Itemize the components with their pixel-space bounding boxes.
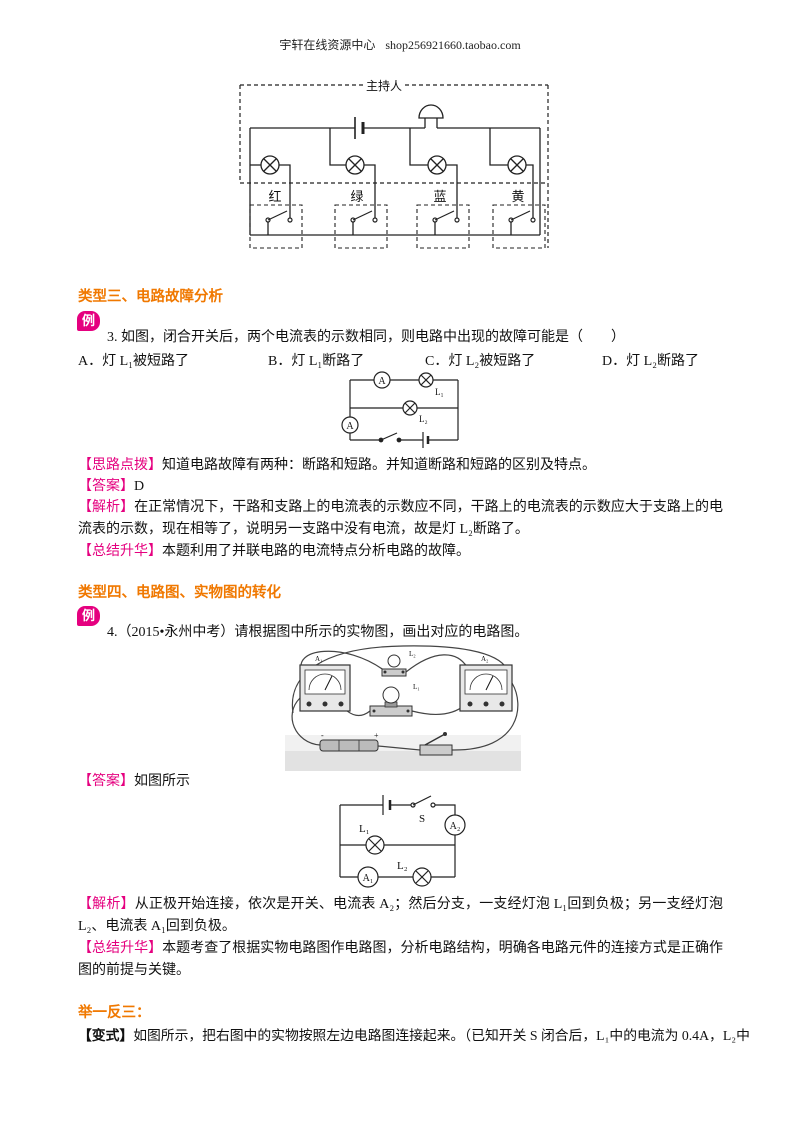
lamp-holder-top-icon <box>381 654 407 677</box>
ammeter-icon <box>373 371 391 389</box>
analysis-tag: 【解析】 <box>78 897 135 912</box>
bell-icon <box>418 104 444 128</box>
answer-paragraph: 【答案】如图所示 <box>78 771 723 793</box>
battery-symbol <box>354 117 365 139</box>
lamp-icon <box>507 155 527 175</box>
analysis-tag: 【解析】 <box>78 500 135 515</box>
summary-text: 本题利用了并联电路的电流特点分析电路的故障。 <box>162 544 470 559</box>
summary-text: 本题考查了根据实物电路图作电路图，分析电路结构，明确各电路元件的连接方式是正确作… <box>78 941 724 978</box>
lamp-icon <box>427 155 447 175</box>
ammeter-icon <box>341 416 359 434</box>
switch-label: S <box>419 813 425 825</box>
ammeter-main-label: A <box>346 421 354 432</box>
lamp-icon <box>418 372 434 388</box>
question-4: 4.（2015•永州中考）请根据图中所示的实物图，画出对应的电路图。 <box>107 625 529 640</box>
parallel-circuit-figure: A A L₁ L₂ <box>341 371 459 448</box>
analysis-paragraph: 【解析】在正常情况下，干路和支路上的电流表的示数应不同，干路上的电流表的示数应大… <box>78 497 723 541</box>
answer-text: D <box>134 479 145 494</box>
answer-tag: 【答案】 <box>78 479 134 494</box>
ammeter-a2-icon <box>444 814 466 836</box>
page-header: 宇轩在线资源中心 shop256921660.taobao.com <box>0 37 800 53</box>
lamp-holder-bottom-icon <box>369 686 413 717</box>
switch-icon <box>410 795 436 808</box>
hint-text: 知道电路故障有两种：断路和短路。并知道断路和短路的区别及特点。 <box>162 458 596 473</box>
ammeter-left-icon <box>299 664 351 712</box>
summary-tag: 【总结升华】 <box>78 544 162 559</box>
option-b: B．灯 L₁断路了 <box>268 354 365 369</box>
option-a: A．灯 L₁被短路了 <box>78 354 190 369</box>
summary-paragraph: 【总结升华】本题考查了根据实物电路图作电路图，分析电路结构，明确各电路元件的连接… <box>78 938 723 982</box>
battery-symbol <box>382 795 392 815</box>
summary-paragraph: 【总结升华】本题利用了并联电路的电流特点分析电路的故障。 <box>78 541 723 563</box>
summary-tag: 【总结升华】 <box>78 941 163 956</box>
analysis-text: 在正常情况下，干路和支路上的电流表的示数应不同，干路上的电流表的示数应大于支路上… <box>78 500 724 537</box>
battery-icon <box>319 739 379 752</box>
question-3: 3. 如图，闭合开关后，两个电流表的示数相同，则电路中出现的故障可能是（ ） <box>107 330 625 345</box>
ammeter-right-icon <box>459 664 513 712</box>
host-label: 主持人 <box>366 78 402 93</box>
lamp-top-label: L₂ <box>409 650 416 658</box>
option-d: D．灯 L₂断路了 <box>602 354 700 369</box>
hint-tag: 【思路点拨】 <box>78 458 162 473</box>
switch-icon <box>508 210 536 223</box>
answer-text: 如图所示 <box>134 774 190 789</box>
example-badge: 例 <box>77 311 100 331</box>
practice-title: 举一反三： <box>78 1005 151 1021</box>
battery-positive-label: + <box>374 731 379 740</box>
lamp-icon <box>345 155 365 175</box>
variant-paragraph: 【变式】如图所示，把右图中的实物按照左边电路图连接起来。（已知开关 S 闭合后，… <box>78 1025 750 1047</box>
section3-title: 类型三、电路故障分析 <box>78 289 223 305</box>
lamp1-label: L₁ <box>359 823 370 835</box>
main-wires <box>249 127 541 236</box>
answer-paragraph: 【答案】D <box>78 476 723 498</box>
lamp-label-blue: 蓝 <box>433 189 446 204</box>
shop-url: shop256921660.taobao.com <box>385 38 521 52</box>
lamp1-label: L₁ <box>435 387 444 397</box>
lamp-l1-icon <box>365 835 385 855</box>
switch-icon <box>265 210 293 223</box>
battery-negative-label: - <box>321 731 324 740</box>
switch-icon <box>419 732 453 756</box>
ammeter-left-label: A₁ <box>315 655 323 663</box>
answer-tag: 【答案】 <box>78 774 134 789</box>
circuit-wires <box>349 379 459 441</box>
host-area-dashed-boundary <box>239 84 549 248</box>
switch-icon <box>432 210 460 223</box>
option-c: C．灯 L₂被短路了 <box>425 354 536 369</box>
lamp2-label: L₂ <box>419 414 428 424</box>
lamp-label-green: 绿 <box>350 189 363 204</box>
lamp-icon <box>402 400 418 416</box>
analysis-text: 从正极开始连接，依次是开关、电流表 A₂；然后分支，一支经灯泡 L₁回到负极；另… <box>78 897 724 934</box>
lamp-bottom-label: L₁ <box>413 683 420 691</box>
ammeter-top-label: A <box>378 376 386 387</box>
lamp-l2-icon <box>412 867 432 887</box>
answer-circuit-diagram: S L₁ L₂ A₂ A₁ <box>339 795 466 888</box>
variant-tag: 【变式】 <box>78 1028 134 1043</box>
lamp-label-red: 红 <box>268 189 281 204</box>
analysis-paragraph: 【解析】从正极开始连接，依次是开关、电流表 A₂；然后分支，一支经灯泡 L₁回到… <box>78 894 723 938</box>
lamp-label-yellow: 黄 <box>511 189 524 204</box>
lamp-icon <box>260 155 280 175</box>
switch-icon <box>350 210 378 223</box>
ammeter-right-label: A₂ <box>481 655 489 663</box>
ammeter-a1-icon <box>357 866 379 888</box>
site-name: 宇轩在线资源中心 <box>279 38 376 52</box>
switch-dashed-boxes <box>249 204 546 249</box>
ammeter-a1-label: A₁ <box>363 873 374 884</box>
variant-text: 如图所示，把右图中的实物按照左边电路图连接起来。（已知开关 S 闭合后，L₁中的… <box>133 1028 750 1043</box>
lamp2-label: L₂ <box>397 860 408 872</box>
section4-title: 类型四、电路图、实物图的转化 <box>78 585 281 601</box>
example-badge: 例 <box>77 606 100 626</box>
quiz-buzzer-circuit-figure: 主持人 红 绿 蓝 黄 <box>239 78 549 249</box>
circuit-wires <box>339 804 456 878</box>
hint-paragraph: 【思路点拨】知道电路故障有两种：断路和短路。并知道断路和短路的区别及特点。 <box>78 455 723 477</box>
battery-symbol <box>422 432 430 448</box>
table-surface-shadow <box>285 751 521 771</box>
switch-icon <box>378 432 402 443</box>
ammeter-a2-label: A₂ <box>450 821 461 832</box>
apparatus-photo-figure: A₁ A₂ L₂ L₁ - + <box>285 645 521 771</box>
